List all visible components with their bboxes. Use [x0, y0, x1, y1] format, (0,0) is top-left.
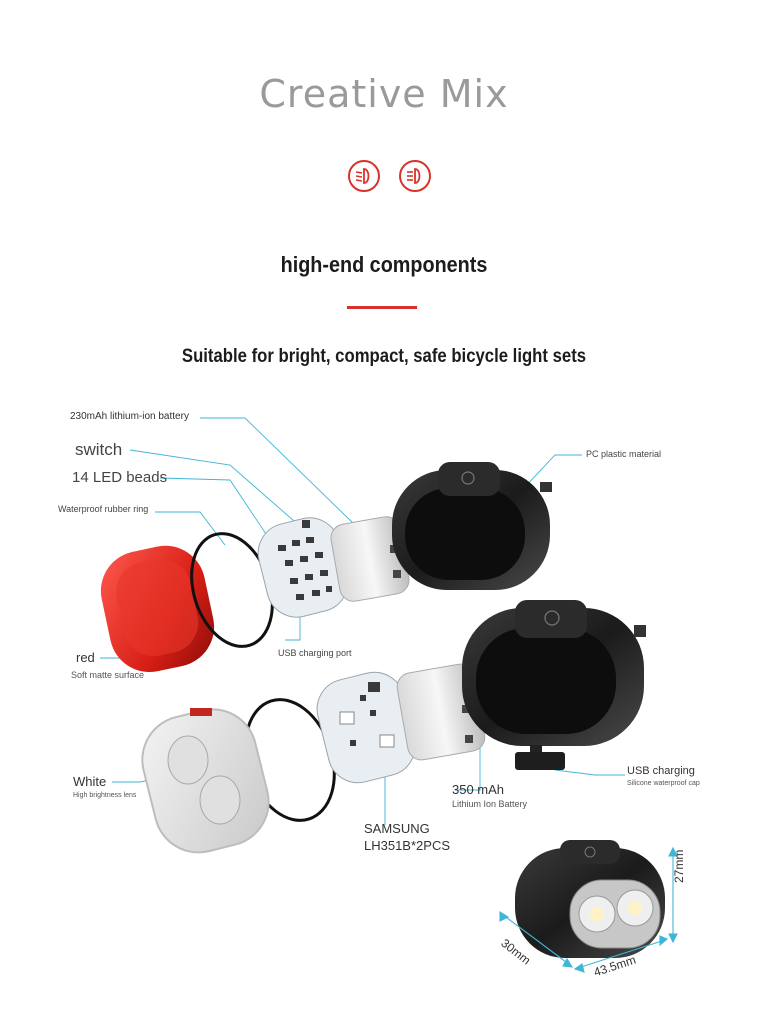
label-usb-charging-sub: Silicone waterproof cap	[627, 780, 700, 787]
product-exploded-view	[100, 417, 678, 973]
label-pc-plastic: PC plastic material	[586, 449, 662, 459]
label-usb-port: USB charging port	[278, 648, 352, 658]
white-lens	[141, 708, 270, 854]
label-usb-charging: USB charging	[627, 765, 695, 777]
label-rubber-ring: Waterproof rubber ring	[58, 504, 149, 514]
black-housing-top	[392, 462, 552, 590]
label-samsung: SAMSUNG	[364, 821, 430, 836]
label-led-beads: 14 LED beads	[72, 469, 168, 486]
label-white-sub: High brightness lens	[73, 792, 137, 799]
red-lens	[100, 545, 215, 673]
tagline: Suitable for bright, compact, safe bicyc…	[181, 346, 587, 367]
label-height-dim: 27mm	[672, 849, 686, 883]
high-beam-headlight-icon	[399, 160, 431, 192]
label-red: red	[76, 650, 95, 665]
low-beam-headlight-icon	[348, 160, 380, 192]
width-dimension-line	[577, 939, 666, 969]
label-350mah-sub: Lithium Ion Battery	[452, 799, 528, 809]
label-350mah: 350 mAh	[452, 782, 505, 797]
label-switch: switch	[75, 440, 123, 459]
depth-dimension-line	[502, 914, 571, 966]
section-heading: high-end components	[280, 252, 488, 277]
usb-silicone-cap	[515, 745, 565, 770]
black-housing-bottom	[462, 600, 646, 746]
label-white: White	[73, 774, 107, 789]
assembled-light	[515, 840, 665, 958]
label-battery-230: 230mAh lithium-ion battery	[70, 411, 189, 422]
pcb-board-bottom	[316, 671, 416, 784]
pcb-board-top	[257, 517, 349, 618]
heading-underline	[347, 306, 417, 309]
page-title: Creative Mix	[259, 72, 509, 116]
label-red-sub: Soft matte surface	[71, 670, 145, 680]
label-samsung-model: LH351B*2PCS	[364, 838, 450, 853]
